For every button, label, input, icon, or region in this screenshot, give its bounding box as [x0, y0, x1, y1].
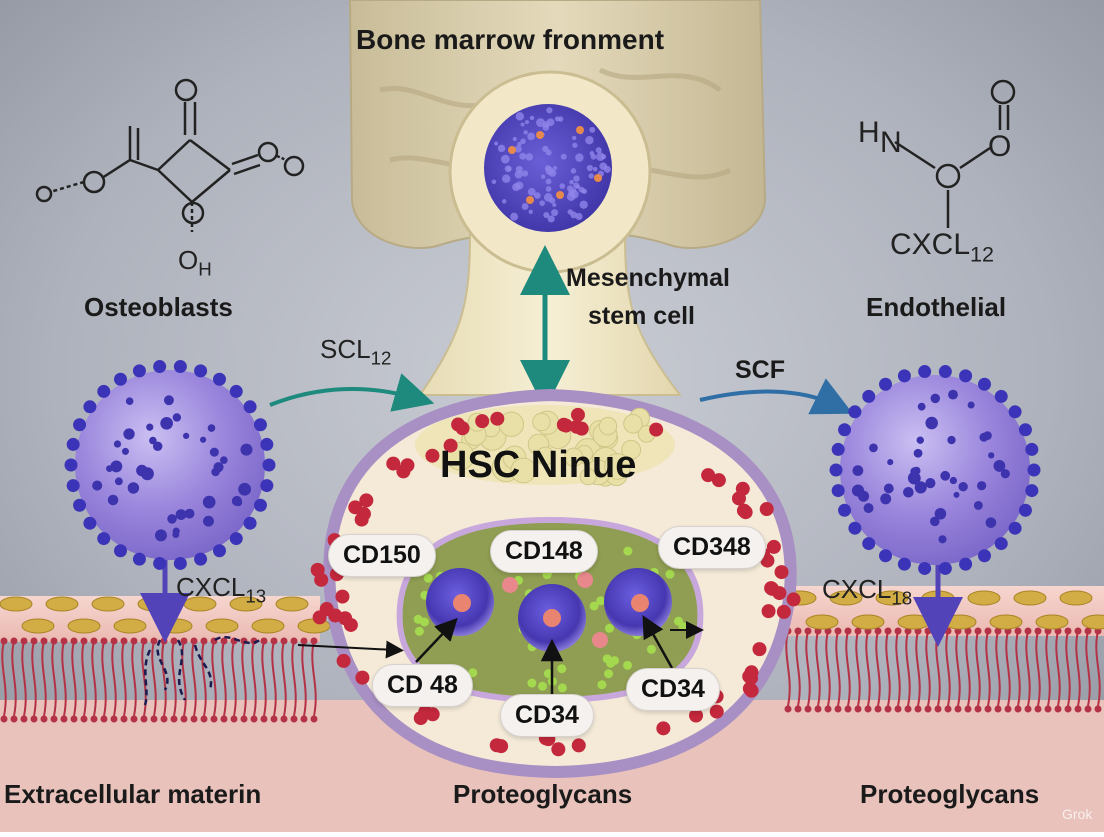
hsc-cell-right: [604, 568, 672, 636]
chem-right-o: O: [988, 130, 1012, 163]
pointer-cd48: [415, 617, 458, 663]
chem-right-cxcl-base: CXCL: [890, 228, 971, 261]
watermark: Grok: [1062, 806, 1093, 822]
cxcl-left-sub: 13: [245, 585, 267, 607]
scl-sub: 12: [370, 347, 392, 369]
pointer-membrane: [297, 640, 404, 659]
cxcl-left-base: CXCL: [176, 572, 246, 602]
hsc-cell-center: [518, 584, 586, 652]
scl-label: SCL12: [320, 334, 391, 370]
marker-cd148: CD148: [490, 530, 598, 573]
cxcl-right-sub: 18: [891, 587, 913, 609]
chem-right-cxcl: CXCL12: [890, 228, 994, 268]
msc-label-line2: stem cell: [588, 302, 696, 330]
diagram-title: Bone marrow fronment: [356, 24, 665, 55]
msc-label-line1: Mesenchymal: [566, 264, 730, 292]
scf-arrow: [699, 378, 853, 415]
osteoblasts-label: Osteoblasts: [84, 292, 233, 322]
chem-right-h: H: [858, 116, 880, 149]
chem-right-n: N: [880, 126, 902, 159]
chem-left-h: H: [198, 258, 212, 280]
scl-base: SCL: [320, 334, 371, 364]
endothelial-label: Endothelial: [866, 292, 1007, 322]
chem-right-cxcl-sub: 12: [970, 241, 995, 267]
cxcl-right-base: CXCL: [822, 574, 892, 604]
cxcl-right-label: CXCL18: [822, 574, 912, 610]
marker-cd34-center: CD34: [500, 694, 594, 737]
niche-label: HSC Ninue: [440, 444, 637, 486]
proteoglycans-center-label: Proteoglycans: [453, 779, 633, 809]
chem-structure-left: [35, 78, 305, 232]
marker-cd150: CD150: [328, 534, 436, 577]
ecm-label: Extracellular materin: [4, 779, 262, 809]
proteoglycans-right-label: Proteoglycans: [860, 779, 1040, 809]
marker-cd48: CD 48: [372, 664, 473, 707]
scl-arrow: [269, 373, 435, 412]
chem-structure-right: [894, 79, 1016, 228]
chem-left-o: O: [178, 245, 199, 275]
purple-cell-left: [64, 360, 276, 570]
cxcl-left-label: CXCL13: [176, 572, 266, 608]
purple-cell-right: [829, 365, 1041, 575]
chem-left-oh: OH: [178, 245, 212, 281]
marker-cd34-right: CD34: [626, 668, 720, 711]
pointer-cd34-right: [642, 615, 674, 669]
scf-label: SCF: [735, 356, 785, 384]
hsc-cell-left: [426, 568, 494, 636]
marker-cd348: CD348: [658, 526, 766, 569]
